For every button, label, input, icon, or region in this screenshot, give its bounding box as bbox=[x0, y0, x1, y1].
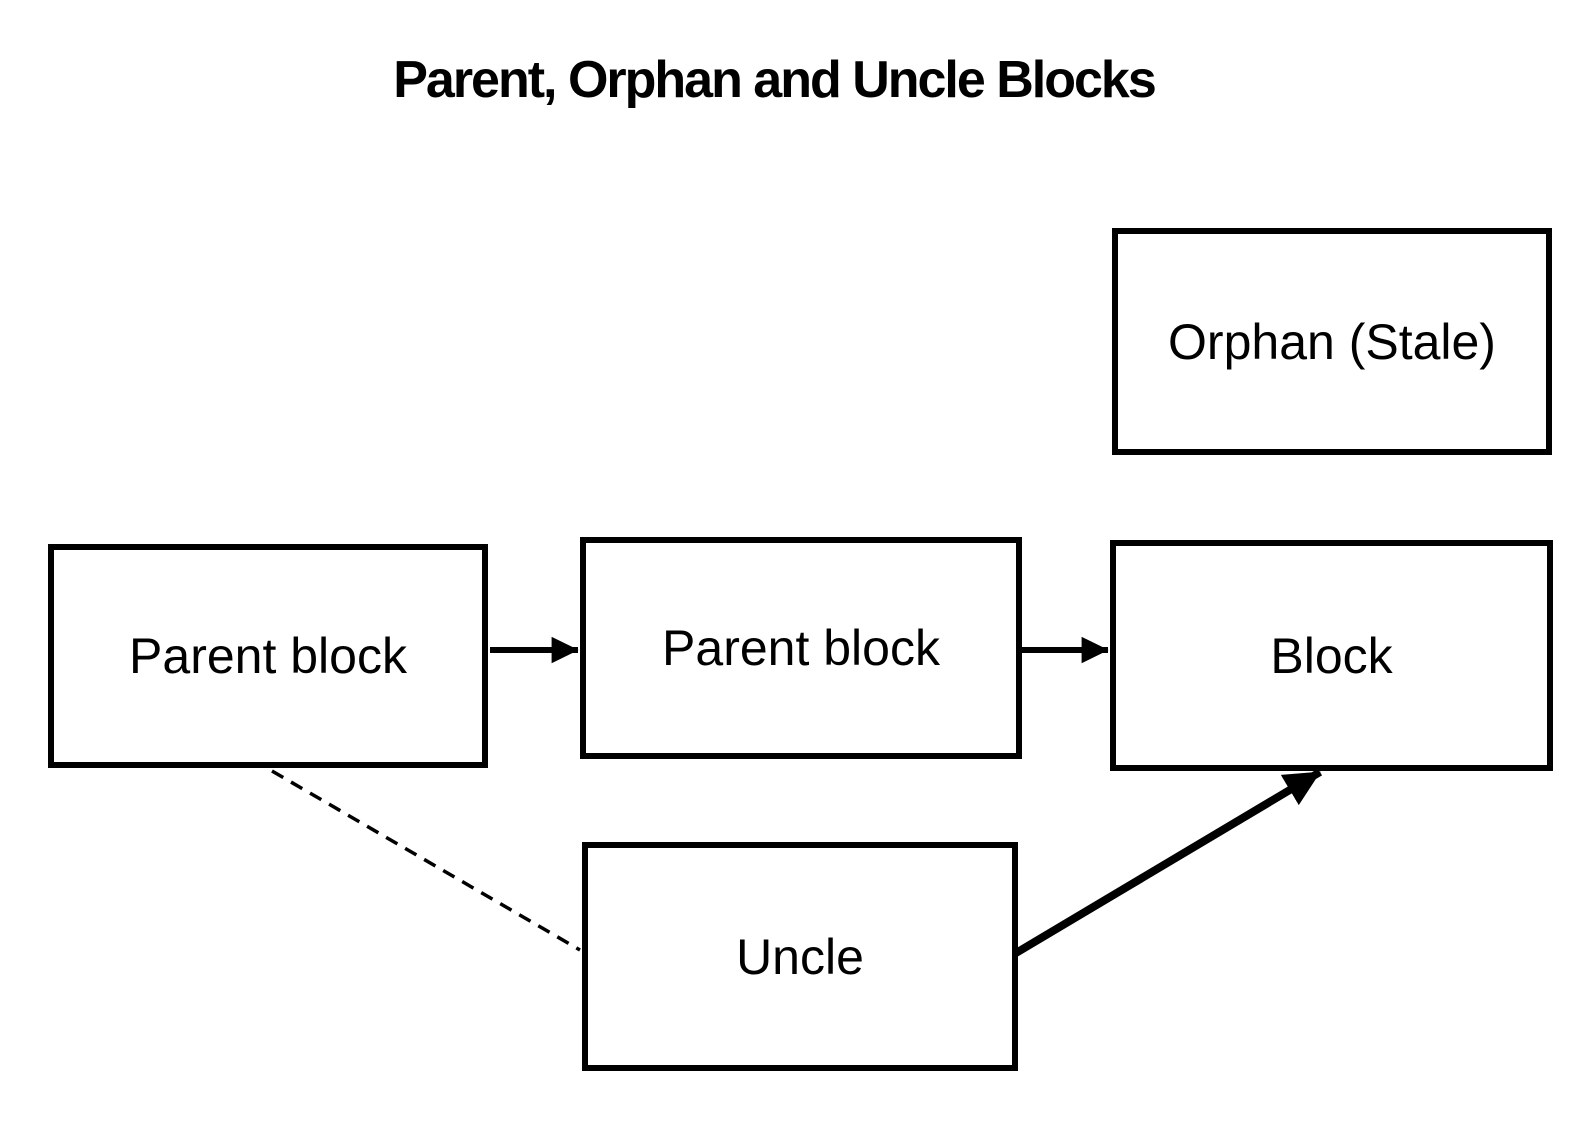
node-parent-block-1-label: Parent block bbox=[129, 628, 407, 684]
diagram-title: Parent, Orphan and Uncle Blocks bbox=[393, 51, 1157, 109]
node-block-label: Block bbox=[1270, 627, 1393, 684]
node-orphan-label: Orphan (Stale) bbox=[1168, 313, 1496, 370]
node-parent-block-2-label: Parent block bbox=[662, 620, 940, 676]
node-parent-block-1: Parent block bbox=[48, 544, 488, 768]
edge-parent1-to-uncle bbox=[271, 769, 581, 952]
node-parent-block-2: Parent block bbox=[580, 537, 1022, 759]
node-block: Block bbox=[1110, 540, 1553, 771]
node-uncle: Uncle bbox=[582, 842, 1018, 1071]
node-orphan-stale: Orphan (Stale) bbox=[1112, 228, 1552, 455]
node-uncle-label: Uncle bbox=[736, 928, 864, 985]
edge-uncle-to-block bbox=[1013, 768, 1323, 957]
